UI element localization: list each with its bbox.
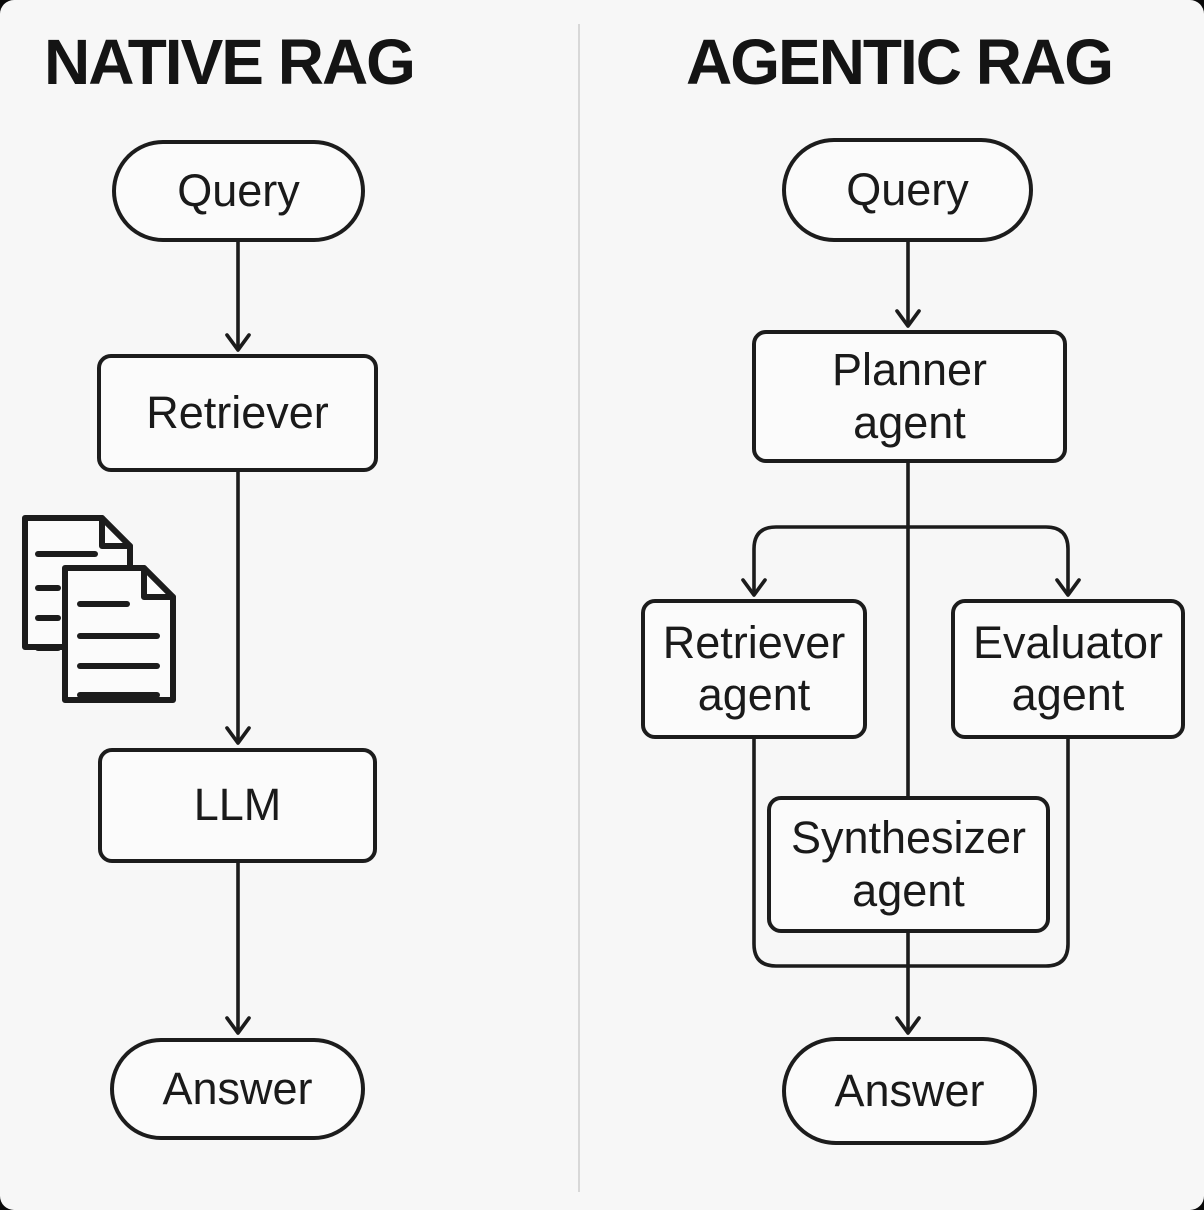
node-query-left: Query [112, 140, 365, 242]
panel-divider [578, 24, 580, 1192]
node-evaluator-agent: Evaluator agent [951, 599, 1185, 739]
node-answer-left: Answer [110, 1038, 365, 1140]
documents-icon [22, 515, 176, 703]
node-retriever: Retriever [97, 354, 378, 472]
node-planner-agent: Planner agent [752, 330, 1067, 463]
node-llm: LLM [98, 748, 377, 863]
agentic-rag-title: AGENTIC RAG [686, 26, 1114, 98]
node-retriever-agent: Retriever agent [641, 599, 867, 739]
node-answer-right: Answer [782, 1037, 1037, 1145]
arrow-planner-to-retriever-agent [741, 525, 908, 597]
arrow-planner-to-evaluator-agent [908, 525, 1081, 597]
node-synthesizer-agent: Synthesizer agent [767, 796, 1050, 933]
native-rag-title: NATIVE RAG [44, 26, 416, 98]
node-query-right: Query [782, 138, 1033, 242]
